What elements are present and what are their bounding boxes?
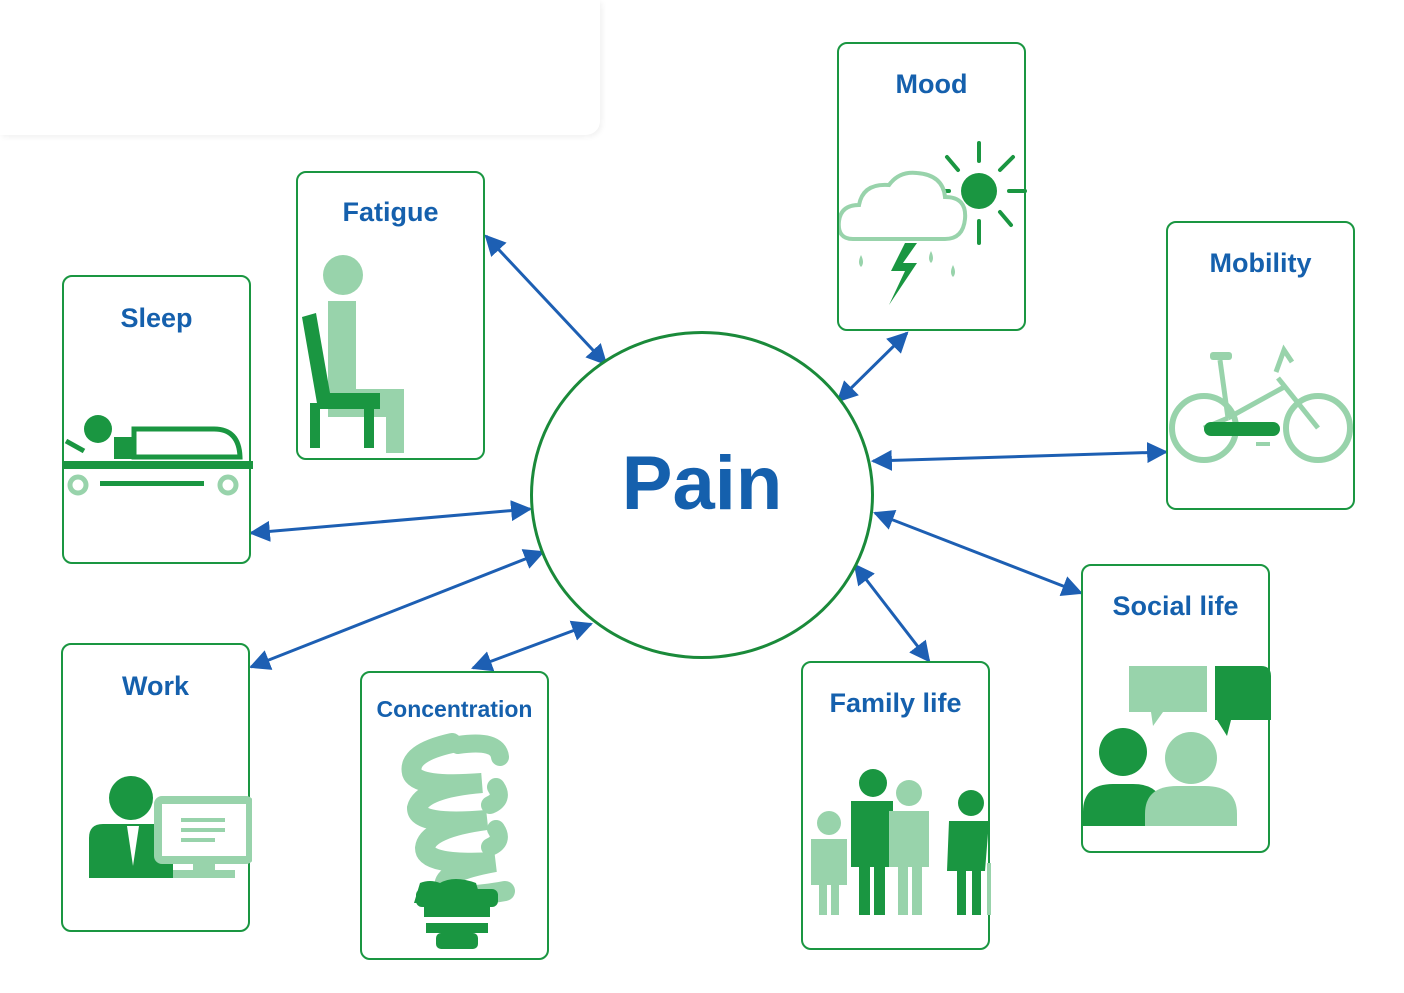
card-title-sleep: Sleep <box>120 303 193 333</box>
card-title-concentration: Concentration <box>376 696 533 722</box>
family-icon <box>811 769 991 915</box>
light-bulb-icon <box>401 733 515 949</box>
weather-mood-icon <box>839 141 1027 305</box>
card-concentration: Concentration <box>360 671 549 960</box>
card-fatigue: Fatigue <box>296 171 485 460</box>
card-title-family-life: Family life <box>829 688 962 718</box>
card-family-life: Family life <box>801 661 991 950</box>
arrow-work <box>249 549 545 670</box>
arrow-mood <box>836 331 909 403</box>
card-title-social-life: Social life <box>1112 591 1239 621</box>
conversation-icon <box>1083 666 1271 826</box>
card-title-work: Work <box>121 671 189 701</box>
sleeping-bed-icon <box>64 415 253 496</box>
hub-label: Pain <box>621 441 783 526</box>
arrow-mobility <box>870 442 1169 471</box>
card-mood: Mood <box>837 42 1027 331</box>
card-mobility: Mobility <box>1166 221 1355 510</box>
arrow-fatigue <box>484 234 608 366</box>
card-title-fatigue: Fatigue <box>342 197 439 227</box>
card-sleep: Sleep <box>62 275 253 564</box>
seated-person-icon <box>302 255 404 453</box>
arrow-family-life <box>853 563 931 663</box>
card-work: Work <box>61 643 252 932</box>
office-worker-icon <box>89 776 252 878</box>
card-social-life: Social life <box>1081 564 1271 853</box>
pain-hub: Pain <box>530 331 874 659</box>
bicycle-icon <box>1169 344 1353 463</box>
card-title-mobility: Mobility <box>1209 248 1312 278</box>
card-title-mood: Mood <box>895 69 968 99</box>
arrow-social-life <box>873 510 1083 596</box>
arrow-sleep <box>248 500 533 542</box>
arrow-concentration <box>471 620 593 672</box>
